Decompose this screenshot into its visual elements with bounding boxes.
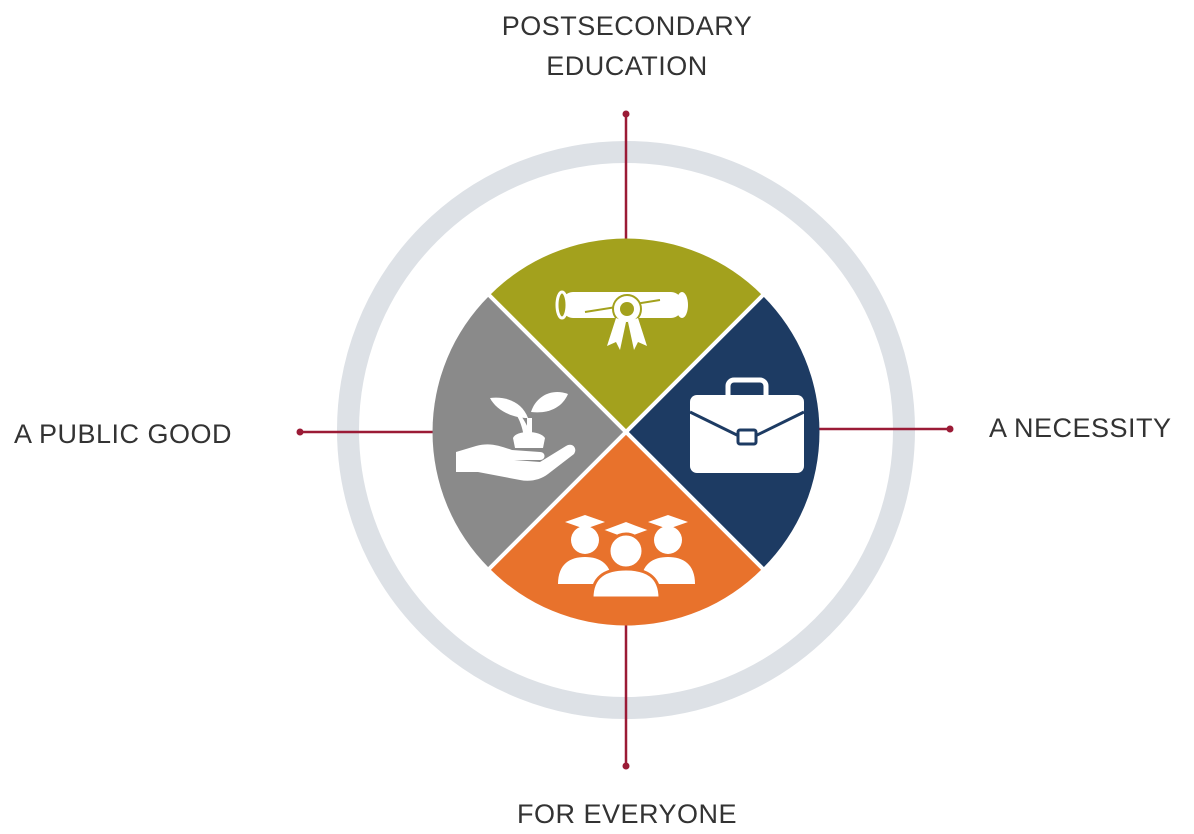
- label-for-everyone: FOR EVERYONE: [516, 799, 738, 829]
- wedge-top: [490, 238, 762, 431]
- diploma-scroll-icon: [555, 290, 688, 350]
- label-a-public-good: A PUBLIC GOOD: [14, 419, 233, 449]
- connector-bottom-dot: [622, 762, 630, 770]
- connector-left-dot: [296, 428, 304, 436]
- connector-dots: [296, 110, 954, 770]
- label-top-line1: POSTSECONDARY: [501, 11, 753, 41]
- label-a-necessity: A NECESSITY: [989, 413, 1172, 443]
- briefcase-icon: [689, 377, 805, 473]
- graduates-group-icon: [558, 515, 695, 600]
- label-top-line2: EDUCATION: [546, 51, 708, 81]
- connectors: [300, 114, 950, 766]
- wedge-separators: [486, 292, 766, 572]
- connector-top-dot: [622, 110, 630, 118]
- hand-with-plant-icon: [456, 392, 576, 481]
- connector-right-dot: [946, 425, 954, 433]
- label-postsecondary-education: POSTSECONDARY EDUCATION: [427, 6, 827, 86]
